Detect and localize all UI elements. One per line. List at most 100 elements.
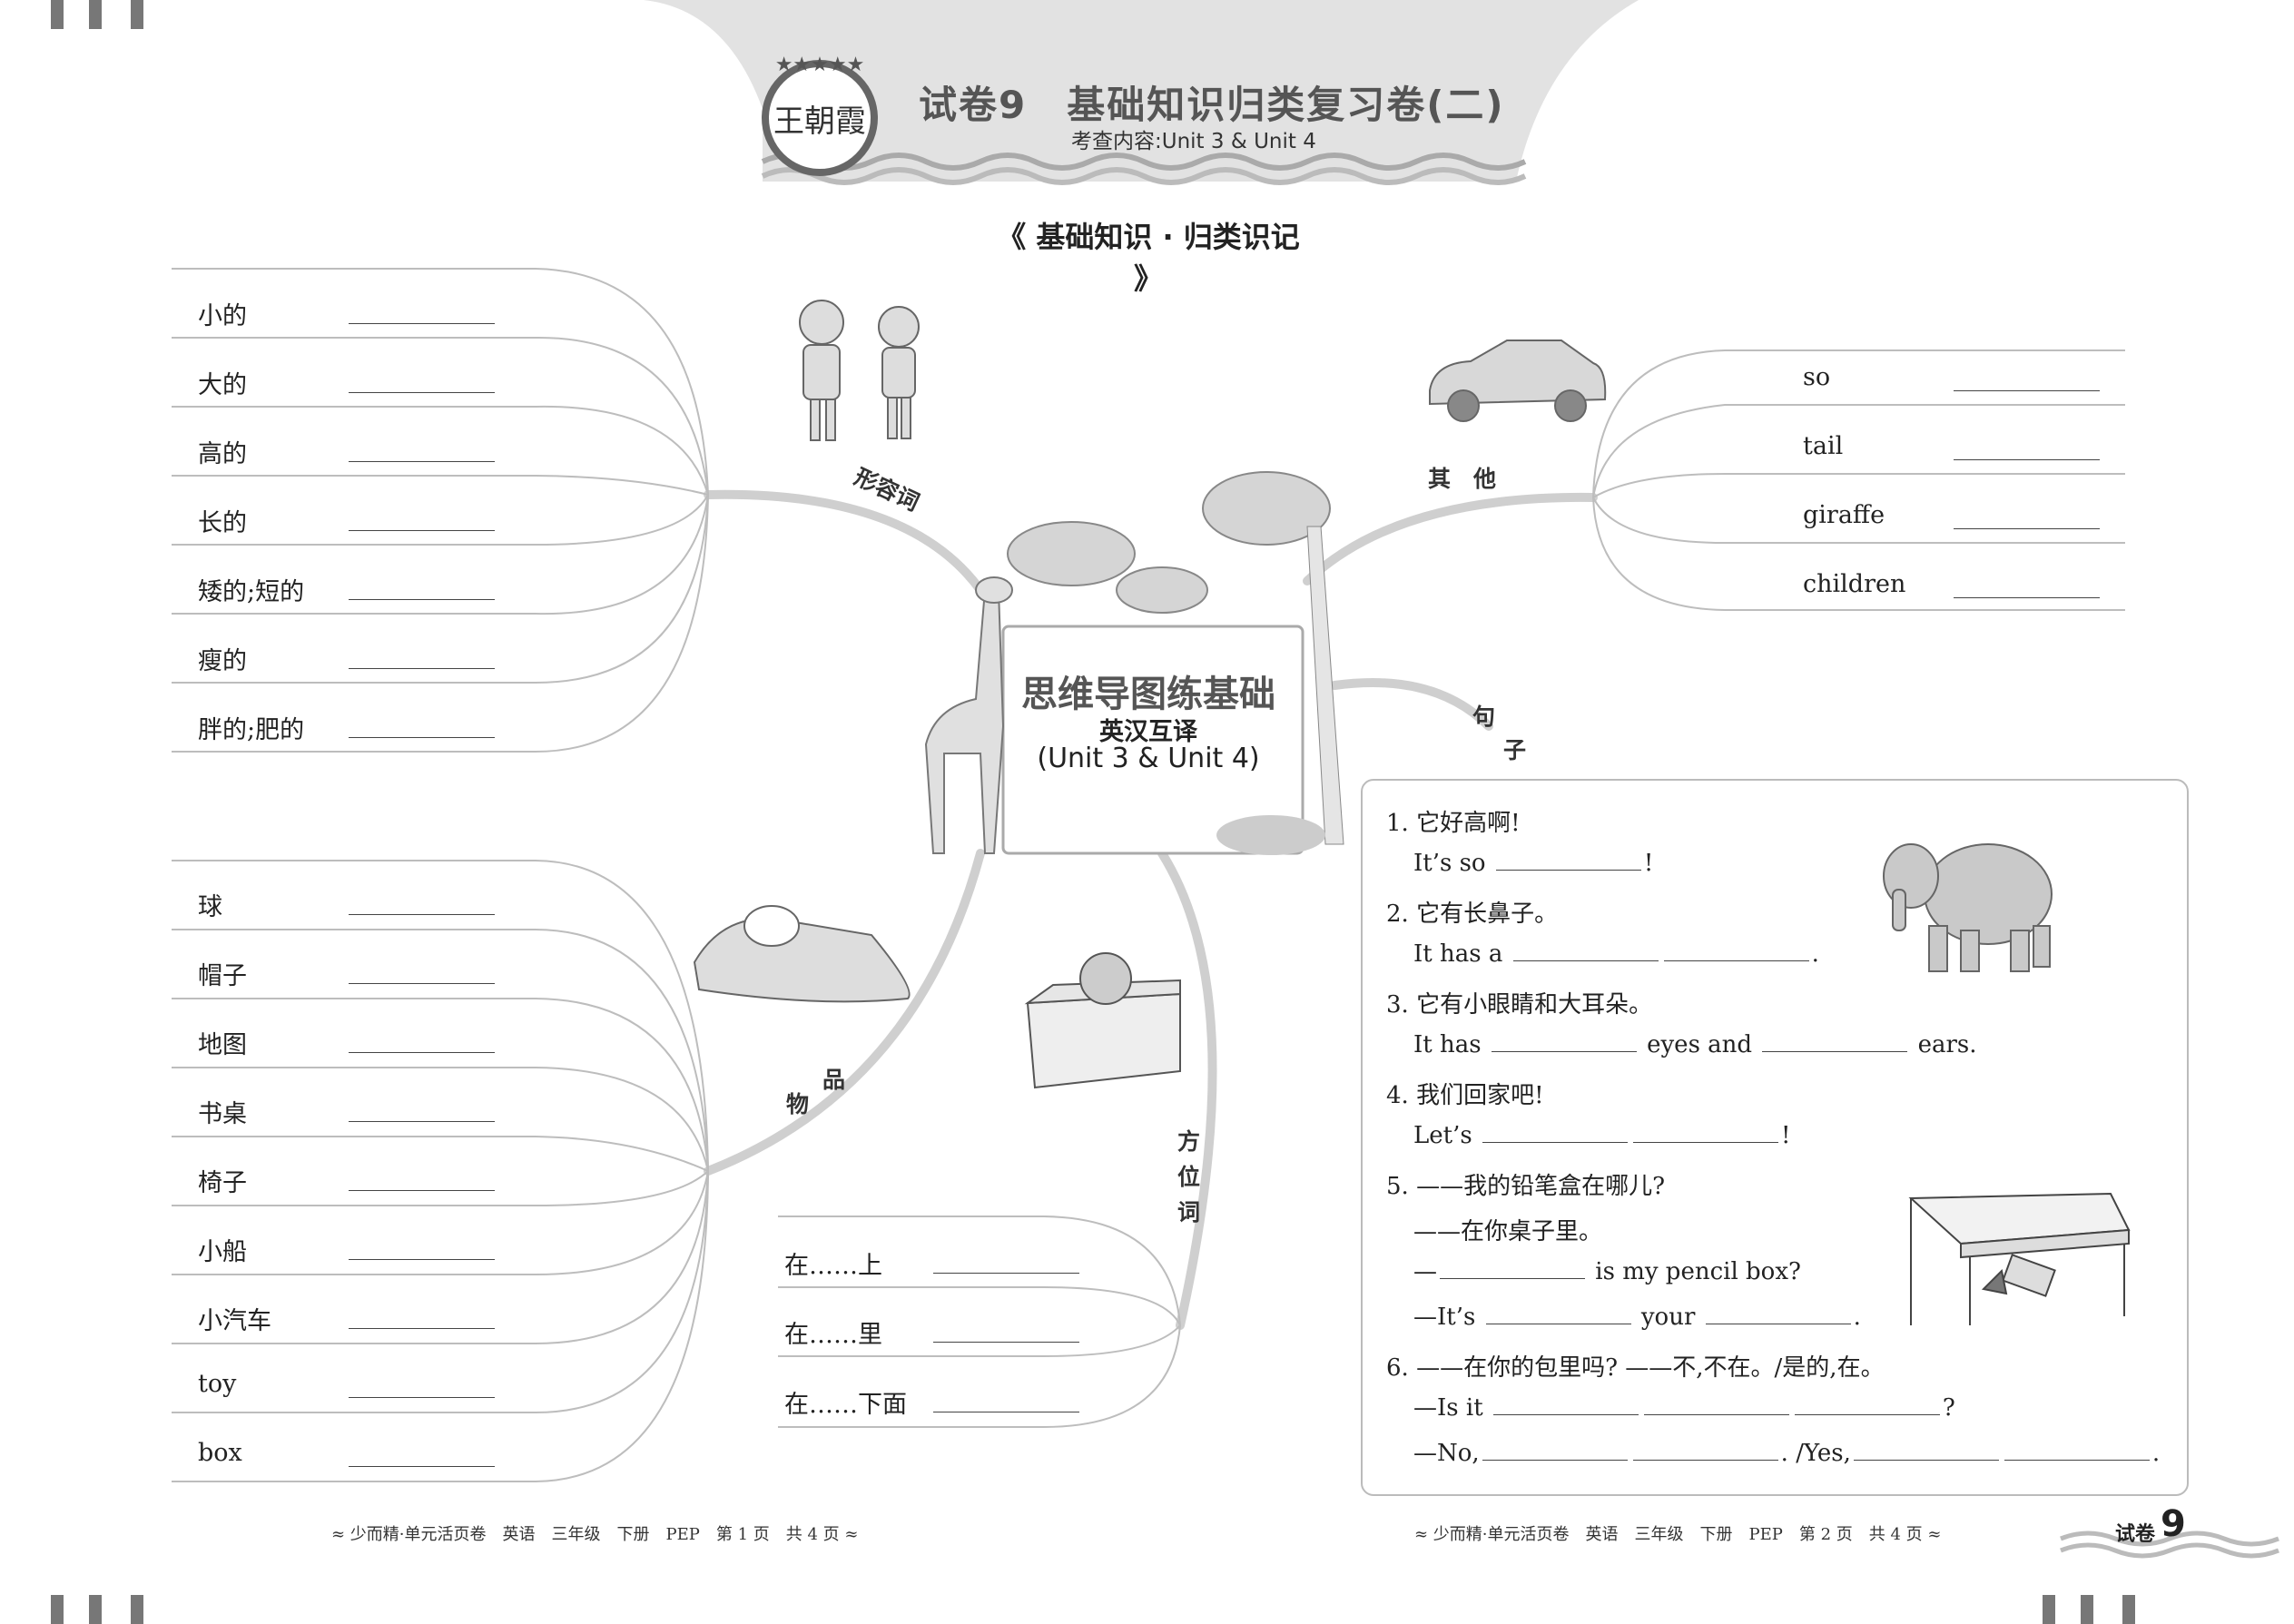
answer-blank[interactable] bbox=[1853, 1440, 1999, 1461]
answer-blank[interactable] bbox=[1954, 597, 2100, 598]
item-label: box bbox=[198, 1439, 242, 1467]
list-item: box bbox=[198, 1435, 497, 1471]
answer-blank[interactable] bbox=[933, 1273, 1079, 1274]
item-label: 矮的;短的 bbox=[198, 578, 305, 606]
list-item: 在……下面 bbox=[784, 1381, 1084, 1419]
answer-blank[interactable] bbox=[349, 461, 495, 462]
center-board bbox=[1001, 625, 1305, 855]
answer-blank[interactable] bbox=[1495, 850, 1641, 871]
answer-blank[interactable] bbox=[349, 983, 495, 984]
item-label: 小船 bbox=[198, 1238, 247, 1266]
sentence-3-en: It has eyes and ears. bbox=[1413, 1031, 1977, 1058]
answer-blank[interactable] bbox=[349, 1397, 495, 1398]
answer-blank[interactable] bbox=[1492, 1394, 1639, 1415]
list-item: 在……上 bbox=[784, 1242, 1084, 1280]
item-label: 大的 bbox=[198, 371, 247, 399]
paper-badge-label: 试卷 bbox=[2115, 1523, 2156, 1546]
branch-others bbox=[1303, 492, 1598, 586]
answer-blank[interactable] bbox=[349, 1121, 495, 1122]
list-item: children bbox=[1803, 566, 2102, 603]
answer-blank[interactable] bbox=[1512, 940, 1659, 961]
sentence-6-en: —Is it ? bbox=[1413, 1394, 1955, 1422]
box-and-ball-illustration bbox=[1024, 952, 1181, 1089]
center-units: (Unit 3 & Unit 4) bbox=[1037, 743, 1260, 774]
branch-label-others: 其 他 bbox=[1428, 466, 1497, 492]
list-item: 球 bbox=[198, 883, 497, 921]
answer-blank[interactable] bbox=[1705, 1304, 1851, 1324]
answer-blank[interactable] bbox=[349, 599, 495, 600]
list-item: 书桌 bbox=[198, 1090, 497, 1128]
answer-blank[interactable] bbox=[933, 1342, 1079, 1343]
tree-illustration bbox=[1007, 471, 1344, 855]
item-label: 小的 bbox=[198, 302, 247, 330]
sentence-4-cn: 4. 我们回家吧! bbox=[1386, 1082, 1544, 1109]
branch-sentences bbox=[1330, 678, 1493, 731]
branch-objects bbox=[704, 849, 985, 1176]
list-item: 小的 bbox=[198, 292, 497, 330]
answer-blank[interactable] bbox=[349, 323, 495, 324]
list-item: 小船 bbox=[198, 1228, 497, 1266]
list-item: 高的 bbox=[198, 430, 497, 468]
list-item: tail bbox=[1803, 428, 2102, 465]
answer-blank[interactable] bbox=[349, 1328, 495, 1329]
sentence-1-cn: 1. 它好高啊! bbox=[1386, 810, 1521, 837]
branch-adjectives bbox=[704, 489, 985, 595]
branch-label-sentences-1: 句 bbox=[1472, 704, 1496, 730]
answer-blank[interactable] bbox=[1762, 1031, 1908, 1052]
list-item: 长的 bbox=[198, 499, 497, 537]
answer-blank[interactable] bbox=[2004, 1440, 2150, 1461]
list-item: 瘦的 bbox=[198, 637, 497, 675]
logo-seal: 王朝霞 ★★★★★ bbox=[762, 54, 878, 176]
item-label: 椅子 bbox=[198, 1169, 247, 1197]
answer-blank[interactable] bbox=[1632, 1440, 1778, 1461]
answer-blank[interactable] bbox=[349, 1052, 495, 1053]
branch-label-objects-1: 品 bbox=[822, 1067, 846, 1093]
list-item: so bbox=[1803, 359, 2102, 396]
item-label: 小汽车 bbox=[198, 1307, 271, 1335]
answer-blank[interactable] bbox=[1663, 940, 1809, 961]
answer-blank[interactable] bbox=[1954, 459, 2100, 460]
answer-blank[interactable] bbox=[1485, 1304, 1631, 1324]
footer-left: ≈ 少而精·单元活页卷 英语 三年级 下册 PEP 第 1 页 共 4 页 ≈ bbox=[331, 1525, 859, 1544]
item-label: giraffe bbox=[1803, 501, 1885, 529]
header-band bbox=[644, 0, 1639, 182]
sentence-1-en: It’s so ! bbox=[1413, 850, 1654, 877]
answer-blank[interactable] bbox=[349, 392, 495, 393]
answer-blank[interactable] bbox=[1491, 1031, 1637, 1052]
item-label: 书桌 bbox=[198, 1100, 247, 1128]
sentence-5-en2: —It’s your . bbox=[1413, 1304, 1861, 1331]
header-wave bbox=[761, 153, 1527, 171]
page-subtitle: 考查内容:Unit 3 & Unit 4 bbox=[1071, 130, 1316, 153]
answer-blank[interactable] bbox=[349, 530, 495, 531]
item-label: children bbox=[1803, 570, 1906, 598]
answer-blank[interactable] bbox=[1794, 1394, 1940, 1415]
cat-on-map-illustration bbox=[693, 905, 911, 1003]
answer-blank[interactable] bbox=[349, 737, 495, 738]
list-item: giraffe bbox=[1803, 497, 2102, 534]
answer-blank[interactable] bbox=[1482, 1440, 1628, 1461]
answer-blank[interactable] bbox=[349, 1466, 495, 1467]
answer-blank[interactable] bbox=[349, 1259, 495, 1260]
footer-right: ≈ 少而精·单元活页卷 英语 三年级 下册 PEP 第 2 页 共 4 页 ≈ bbox=[1414, 1525, 1942, 1544]
sentence-3-cn: 3. 它有小眼睛和大耳朵。 bbox=[1386, 991, 1653, 1019]
sentences-box bbox=[1361, 779, 2189, 1496]
sentence-4-en: Let’s ! bbox=[1413, 1122, 1791, 1149]
item-label: 球 bbox=[198, 893, 222, 921]
answer-blank[interactable] bbox=[1643, 1394, 1789, 1415]
answer-blank[interactable] bbox=[1632, 1122, 1778, 1143]
answer-blank[interactable] bbox=[349, 914, 495, 915]
section-heading: 《 基础知识 · 归类识记 》 bbox=[997, 220, 1300, 296]
item-label: 在……上 bbox=[784, 1252, 882, 1280]
item-label: 长的 bbox=[198, 509, 247, 537]
answer-blank[interactable] bbox=[1954, 390, 2100, 391]
svg-text:王朝霞: 王朝霞 bbox=[773, 103, 866, 140]
answer-blank[interactable] bbox=[349, 1190, 495, 1191]
answer-blank[interactable] bbox=[1954, 528, 2100, 529]
answer-blank[interactable] bbox=[1482, 1122, 1628, 1143]
branch-label-prepositions-1: 方 bbox=[1177, 1128, 1201, 1155]
answer-blank[interactable] bbox=[1440, 1258, 1585, 1279]
item-label: 地图 bbox=[198, 1031, 247, 1059]
giraffe-illustration bbox=[924, 576, 1013, 854]
sentence-2-cn: 2. 它有长鼻子。 bbox=[1386, 901, 1559, 928]
answer-blank[interactable] bbox=[349, 668, 495, 669]
